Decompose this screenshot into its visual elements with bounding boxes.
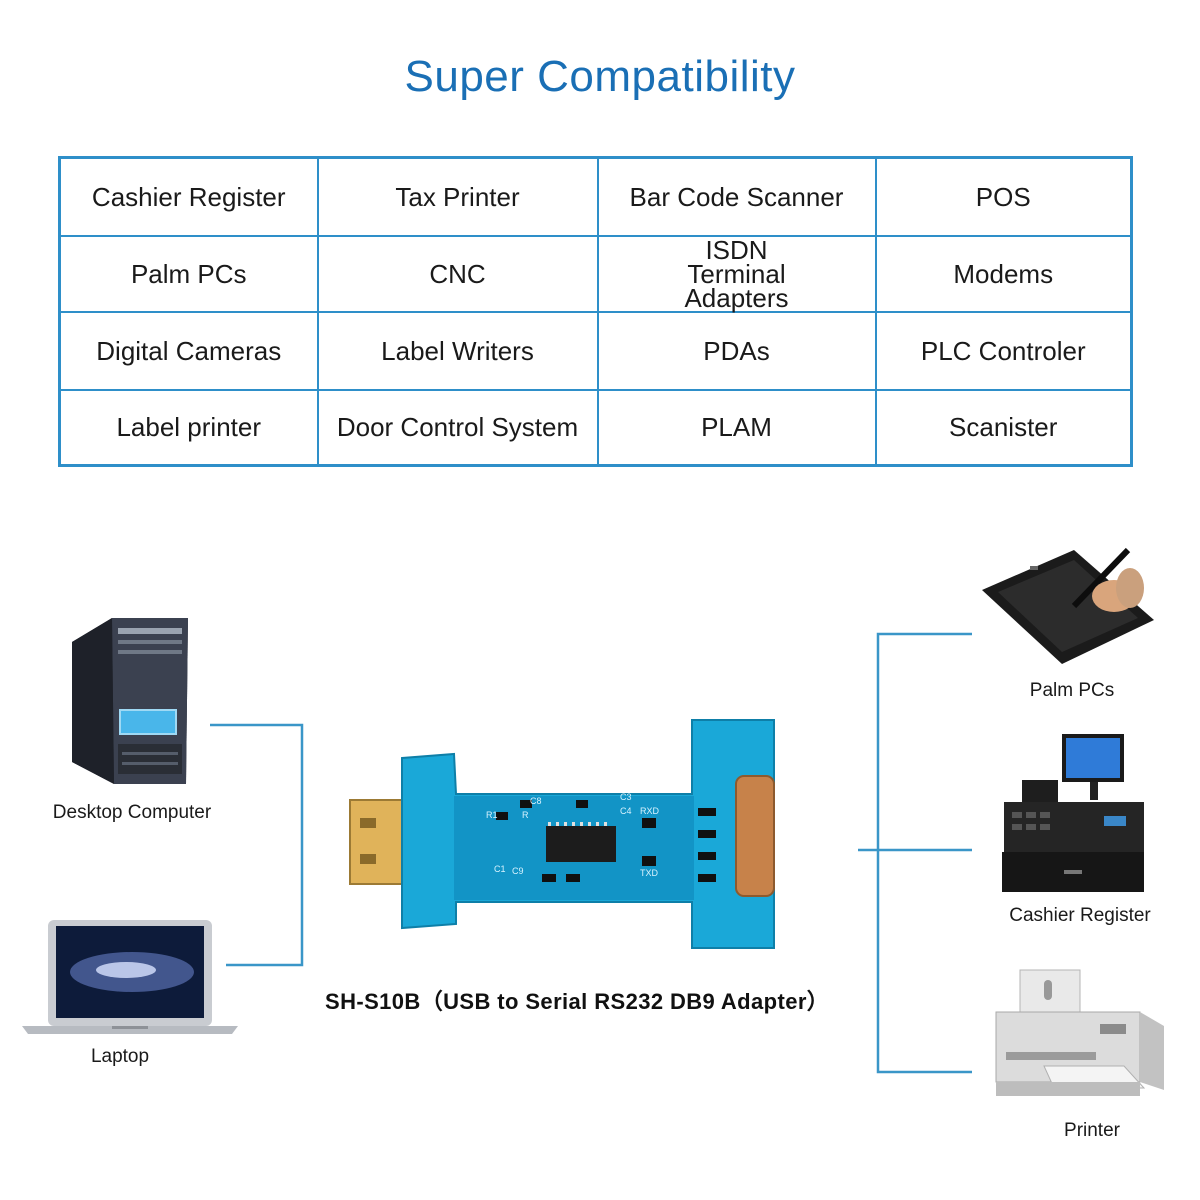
right-connector-line — [876, 632, 972, 1074]
palm-pcs-label: Palm PCs — [1029, 680, 1115, 701]
usb-serial-adapter-icon: R1 C8 C3 RXD C4 TXD C1 C9 R — [349, 719, 775, 949]
pcb-label: C9 — [512, 866, 524, 876]
pcb-label: C4 — [620, 806, 632, 816]
table-cell: Palm PCs — [58, 234, 319, 313]
adapter-caption: SH-S10B（USB to Serial RS232 DB9 Adapter） — [325, 989, 830, 1014]
table-row: Cashier Register Tax Printer Bar Code Sc… — [58, 156, 1133, 237]
table-cell: Bar Code Scanner — [596, 156, 877, 237]
desktop-computer-icon — [72, 618, 188, 784]
laptop-icon — [22, 920, 238, 1034]
pcb-label: R — [522, 810, 529, 820]
table-row: Palm PCs CNC ISDN Terminal Adapters Mode… — [58, 234, 1133, 313]
table-cell: Modems — [874, 234, 1133, 313]
compatibility-table: Cashier Register Tax Printer Bar Code Sc… — [58, 156, 1133, 467]
pcb-label: C1 — [494, 864, 506, 874]
printer-label: Printer — [1064, 1120, 1120, 1141]
table-cell: ISDN Terminal Adapters — [596, 234, 877, 313]
cashier-register-label: Cashier Register — [1009, 905, 1151, 926]
pcb-label: TXD — [640, 868, 659, 878]
table-cell: Cashier Register — [58, 156, 319, 237]
table-cell: CNC — [316, 234, 599, 313]
table-cell: Scanister — [874, 388, 1133, 467]
table-cell: Tax Printer — [316, 156, 599, 237]
table-cell: PLAM — [596, 388, 877, 467]
table-row: Digital Cameras Label Writers PDAs PLC C… — [58, 310, 1133, 391]
pcb-label: C3 — [620, 792, 632, 802]
pcb-label: C8 — [530, 796, 542, 806]
table-cell: Digital Cameras — [58, 310, 319, 391]
table-cell: Label printer — [58, 388, 319, 467]
cashier-register-icon — [1002, 734, 1144, 892]
table-cell: Label Writers — [316, 310, 599, 391]
pcb-label: R1 — [486, 810, 498, 820]
table-row: Label printer Door Control System PLAM S… — [58, 388, 1133, 467]
pcb-label: RXD — [640, 806, 660, 816]
laptop-label: Laptop — [90, 1046, 150, 1067]
palm-pc-icon — [982, 547, 1154, 664]
table-cell: PLC Controler — [874, 310, 1133, 391]
table-cell: Door Control System — [316, 388, 599, 467]
desktop-computer-label: Desktop Computer — [52, 802, 212, 823]
printer-icon — [995, 969, 1164, 1096]
page-title: Super Compatibility — [404, 52, 796, 101]
left-connector-line — [210, 723, 304, 967]
table-cell: PDAs — [596, 310, 877, 391]
table-cell: POS — [874, 156, 1133, 237]
